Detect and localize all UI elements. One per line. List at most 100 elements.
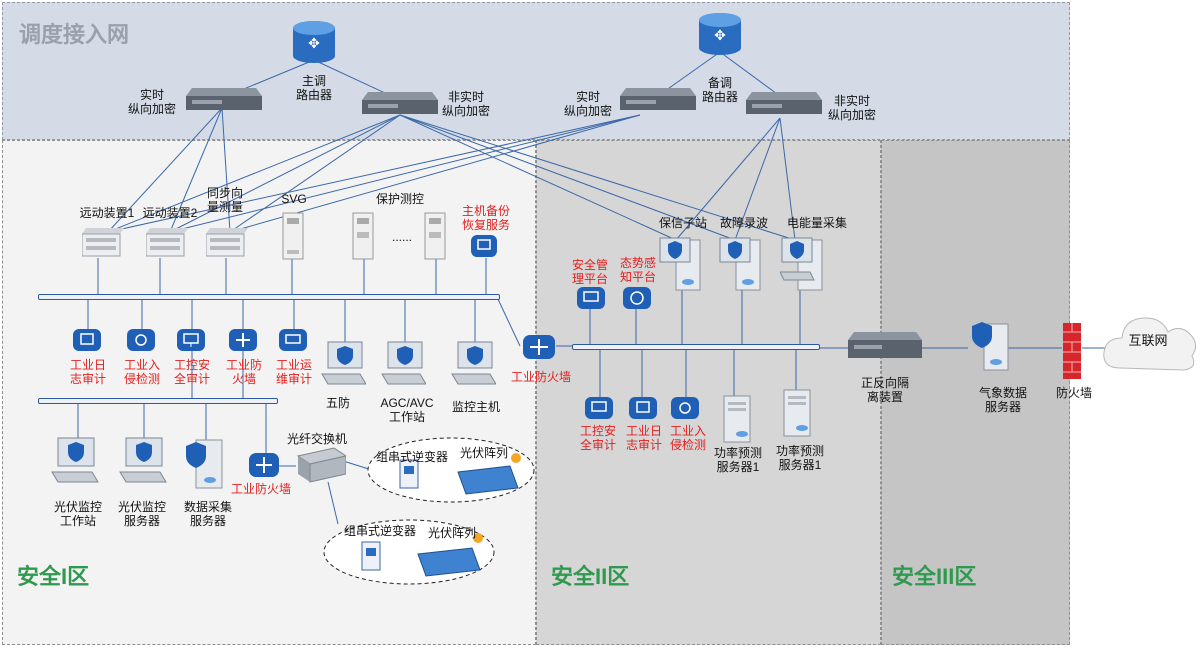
weather-server-label: 气象数据 服务器 [978, 386, 1027, 414]
realtime-encryption-backup-device [620, 84, 696, 117]
intrusion-detection-label: 工业入 侵检测 [123, 358, 160, 386]
string-inverter-2-label: 组串式逆变器 [343, 524, 416, 538]
situation-awareness-icon [622, 286, 652, 315]
forecast-server-2-label: 功率预测 服务器1 [775, 444, 824, 472]
pv-workstation-icon [50, 436, 100, 493]
svg-text:✥: ✥ [308, 35, 320, 51]
protection-cabinet-icon [352, 212, 374, 265]
telecontrol-2-label: 远动装置2 [142, 206, 198, 220]
backup-router-label: 备调 路由器 [701, 76, 738, 104]
forecast-server-1-icon [718, 394, 754, 449]
pv-array-1-label: 光伏阵列 [459, 446, 508, 460]
safety-zone-3-title: 安全III区 [892, 564, 977, 589]
metering-workstation-icon [779, 236, 826, 297]
data-acquisition-server-icon [182, 438, 226, 495]
zone2-intrusion-icon [670, 396, 700, 425]
forecast-server-2-icon [778, 388, 814, 443]
zone1-secondary-bus [38, 398, 278, 404]
zone2-main-bus [572, 344, 820, 350]
string-inverter-1-label: 组串式逆变器 [375, 450, 448, 464]
nonrealtime-encryption-main-label: 非实时 纵向加密 [441, 90, 490, 118]
agc-avc-label: AGC/AVC 工作站 [380, 396, 434, 424]
pv-array-2-label: 光伏阵列 [427, 526, 476, 540]
zone2-ics-audit-icon [584, 396, 614, 425]
safety-zone-1-title: 安全I区 [17, 564, 90, 589]
isolation-device-icon [848, 328, 922, 367]
safety-zone-2-title: 安全II区 [551, 564, 630, 589]
intrusion-detection-icon [126, 328, 156, 357]
log-audit-label: 工业日 志审计 [69, 358, 106, 386]
forecast-server-1-label: 功率预测 服务器1 [713, 446, 762, 474]
situation-awareness-label: 态势感 知平台 [619, 256, 656, 284]
realtime-encryption-backup-label: 实时 纵向加密 [563, 90, 612, 118]
telecontrol-2-icon [145, 226, 188, 263]
pv-server-icon [118, 436, 168, 493]
host-backup-icon [470, 234, 498, 263]
zone2-intrusion-label: 工业入 侵检测 [669, 424, 706, 452]
ellipsis-label: ...... [391, 230, 412, 244]
pv-group-2 [322, 518, 496, 591]
fiber-switch-icon [294, 446, 348, 491]
ops-audit-icon [278, 328, 308, 357]
pv-workstation-label: 光伏监控 工作站 [53, 500, 102, 528]
fiber-switch-label: 光纤交换机 [286, 432, 347, 446]
zone1-main-bus [38, 294, 500, 300]
pmu-icon [205, 226, 248, 263]
telecontrol-1-icon [81, 226, 124, 263]
industrial-firewall-icon [228, 328, 258, 357]
substation-server-icon [658, 236, 704, 297]
ops-audit-label: 工业运 维审计 [275, 358, 312, 386]
svg-cabinet-icon [282, 212, 304, 265]
pv-firewall-icon [248, 452, 280, 483]
ics-audit-label: 工控安 全审计 [173, 358, 210, 386]
pv-group-1 [366, 436, 536, 509]
backup-router-icon: ✥ [697, 12, 743, 61]
pv-server-label: 光伏监控 服务器 [117, 500, 166, 528]
security-mgmt-label: 安全管 理平台 [571, 258, 608, 286]
industrial-firewall-label: 工业防 火墙 [225, 358, 262, 386]
main-router-icon: ✥ [291, 20, 337, 69]
ics-audit-icon [176, 328, 206, 357]
fault-recorder-label: 故障录波 [719, 216, 768, 230]
realtime-encryption-main-device [186, 84, 262, 117]
svg-label: SVG [281, 192, 307, 206]
metering-label: 电能量采集 [786, 216, 847, 230]
agc-avc-workstation-icon [380, 340, 427, 397]
monitor-host-label: 监控主机 [451, 400, 500, 414]
protection-label: 保护测控 [375, 192, 424, 206]
dispatch-network-zone: 调度接入网 [2, 2, 1070, 140]
nonrealtime-encryption-backup-label: 非实时 纵向加密 [827, 94, 876, 122]
pmu-label: 同步向 量测量 [206, 186, 243, 214]
main-router-label: 主调 路由器 [295, 74, 332, 102]
zone2-log-audit-label: 工业日 志审计 [625, 424, 662, 452]
zone2-log-audit-icon [628, 396, 658, 425]
fault-recorder-server-icon [718, 236, 764, 297]
boundary-firewall-label: 工业防火墙 [510, 370, 571, 384]
isolation-device-label: 正反向隔 离装置 [860, 376, 909, 404]
pv-firewall-label: 工业防火墙 [230, 482, 291, 496]
external-firewall-label: 防火墙 [1055, 386, 1092, 400]
weather-server-icon [966, 320, 1012, 377]
substation-label: 保信子站 [658, 216, 707, 230]
internet-label: 互联网 [1128, 333, 1168, 348]
protection-cabinet-2-icon [424, 212, 446, 265]
security-mgmt-icon [576, 286, 606, 315]
zone2-ics-audit-label: 工控安 全审计 [579, 424, 616, 452]
safety-zone-3: 安全III区 [881, 140, 1070, 645]
log-audit-icon [72, 328, 102, 357]
realtime-encryption-main-label: 实时 纵向加密 [127, 88, 176, 116]
dispatch-network-title: 调度接入网 [19, 22, 130, 47]
data-acquisition-server-label: 数据采集 服务器 [183, 500, 232, 528]
wufang-label: 五防 [325, 396, 350, 410]
safety-zone-2: 安全II区 [536, 140, 881, 645]
external-firewall-icon [1062, 322, 1082, 385]
internet-cloud-icon [1100, 306, 1200, 385]
host-backup-label: 主机备份 恢复服务 [461, 204, 510, 232]
monitor-host-icon [450, 340, 497, 397]
nonrealtime-encryption-backup-device [746, 88, 822, 121]
wufang-workstation-icon [320, 340, 367, 397]
boundary-firewall-icon [522, 334, 556, 365]
telecontrol-1-label: 远动装置1 [79, 206, 135, 220]
svg-text:✥: ✥ [714, 27, 726, 43]
